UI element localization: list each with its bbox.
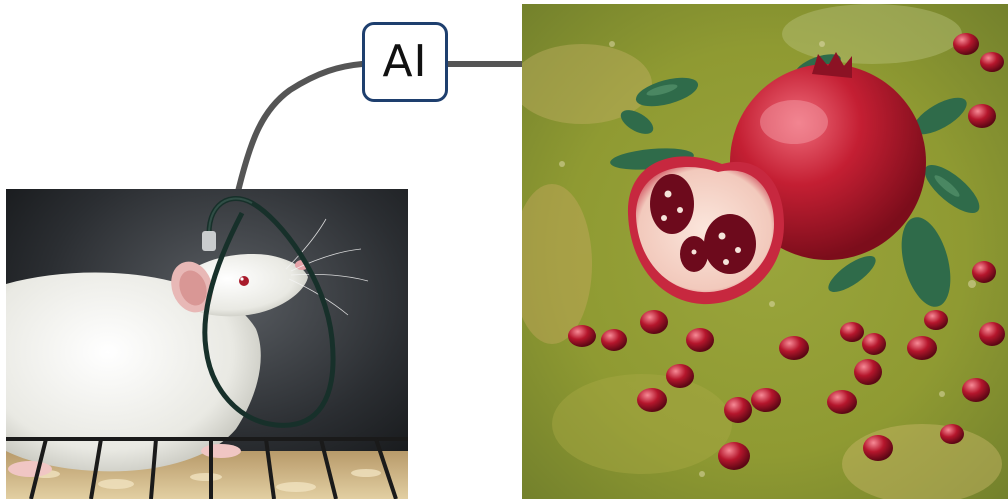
connector-rat-to-ai	[236, 64, 362, 200]
pomegranate-painting	[522, 4, 1008, 499]
rat-photo	[6, 189, 408, 499]
ai-node: AI	[362, 22, 448, 102]
ai-label: AI	[382, 40, 427, 84]
